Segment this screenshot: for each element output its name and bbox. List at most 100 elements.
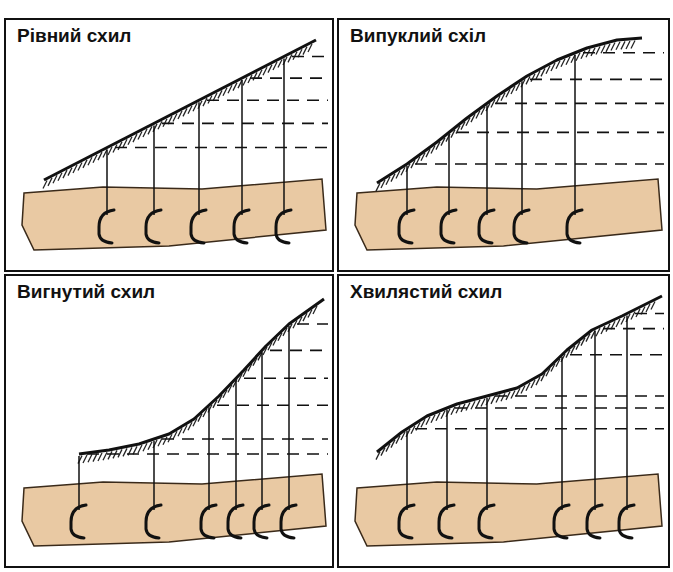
hook-mark bbox=[254, 505, 269, 538]
hook-mark bbox=[587, 505, 602, 538]
level-dash bbox=[495, 395, 664, 397]
plumb-line bbox=[241, 80, 243, 215]
panel-title: Хвилястий схил bbox=[347, 280, 505, 304]
panel-title: Рівний схил bbox=[14, 24, 134, 48]
hatch-stroke bbox=[138, 445, 142, 453]
hatch-stroke bbox=[556, 61, 560, 69]
hatch-stroke bbox=[376, 183, 380, 191]
slope-figure bbox=[355, 296, 664, 546]
level-dash bbox=[217, 404, 328, 406]
level-dash bbox=[162, 123, 328, 125]
plumb-line bbox=[486, 105, 488, 215]
hook-mark bbox=[71, 505, 86, 538]
plumb-line bbox=[486, 398, 488, 510]
hook-mark bbox=[191, 210, 206, 243]
hatch-stroke bbox=[621, 41, 625, 49]
level-dash bbox=[292, 56, 328, 58]
level-dash bbox=[162, 438, 328, 440]
level-dash bbox=[495, 103, 664, 105]
plumb-line bbox=[521, 81, 523, 215]
hatch-stroke bbox=[431, 415, 435, 423]
hatch-stroke bbox=[501, 393, 505, 401]
slope-figure bbox=[355, 38, 664, 250]
plumb-line bbox=[153, 125, 155, 215]
level-dash bbox=[250, 77, 328, 79]
plumb-line bbox=[574, 55, 576, 215]
slope-panel: Хвилястий схил bbox=[337, 274, 670, 568]
plumb-line bbox=[198, 102, 200, 215]
level-dash bbox=[603, 328, 664, 330]
hook-mark bbox=[619, 505, 634, 538]
level-dash bbox=[570, 354, 664, 356]
hatch-stroke bbox=[631, 41, 635, 49]
level-dash bbox=[583, 52, 664, 54]
hatch-stroke bbox=[476, 400, 480, 408]
hatch-stroke bbox=[611, 43, 615, 51]
slope-line bbox=[79, 299, 324, 454]
hatch-stroke bbox=[133, 446, 137, 454]
hatch-stroke bbox=[511, 391, 515, 399]
hatch-stroke bbox=[451, 407, 455, 415]
hatch-stroke bbox=[103, 452, 107, 460]
level-dash bbox=[530, 79, 664, 81]
hook-mark bbox=[439, 505, 454, 538]
hatch-stroke bbox=[441, 411, 445, 419]
hatch-stroke bbox=[596, 47, 600, 55]
hook-mark bbox=[201, 505, 216, 538]
plumb-line bbox=[153, 441, 155, 510]
hatch-stroke bbox=[43, 180, 47, 188]
hatch-stroke bbox=[456, 405, 460, 413]
hook-mark bbox=[399, 505, 414, 538]
hatch-stroke bbox=[606, 44, 610, 52]
plumb-line bbox=[448, 134, 450, 215]
level-dash bbox=[457, 132, 664, 134]
hatch-stroke bbox=[436, 413, 440, 421]
hatch-stroke bbox=[616, 42, 620, 50]
hatch-stroke bbox=[108, 451, 112, 459]
hatch-stroke bbox=[591, 48, 595, 56]
slope-panel: Вигнутий схил bbox=[4, 274, 334, 568]
hatch-stroke bbox=[576, 53, 580, 61]
hatch-stroke bbox=[83, 455, 87, 463]
hook-mark bbox=[99, 210, 114, 243]
hook-mark bbox=[234, 210, 249, 243]
hatch-stroke bbox=[158, 438, 162, 446]
plumb-line bbox=[594, 331, 596, 510]
hatch-stroke bbox=[93, 454, 97, 462]
plumb-line bbox=[288, 326, 290, 510]
plumb-line bbox=[626, 316, 628, 511]
plumb-line bbox=[261, 352, 263, 510]
level-dash bbox=[415, 163, 664, 165]
hook-mark bbox=[228, 505, 243, 538]
hatch-stroke bbox=[481, 399, 485, 407]
hatch-stroke bbox=[163, 437, 167, 445]
panel-title: Випуклий схіл bbox=[347, 24, 489, 48]
level-dash bbox=[635, 313, 664, 315]
hatch-stroke bbox=[123, 448, 127, 456]
hatch-stroke bbox=[561, 59, 565, 67]
level-dash bbox=[115, 147, 328, 149]
soil-band bbox=[355, 474, 662, 546]
plumb-line bbox=[406, 431, 408, 510]
hatch-stroke bbox=[471, 401, 475, 409]
hook-mark bbox=[399, 210, 414, 243]
panel-title: Вигнутий схил bbox=[14, 280, 158, 304]
level-dash bbox=[87, 453, 328, 455]
level-dash bbox=[270, 350, 328, 352]
hook-mark bbox=[441, 210, 456, 243]
hook-mark bbox=[567, 210, 582, 243]
hatch-stroke bbox=[566, 57, 570, 65]
hook-mark bbox=[146, 210, 161, 243]
hatch-stroke bbox=[626, 41, 630, 49]
soil-band bbox=[22, 474, 326, 546]
plumb-line bbox=[106, 150, 108, 215]
slope-line bbox=[377, 38, 642, 183]
level-dash bbox=[297, 323, 328, 325]
slope-figure bbox=[22, 40, 328, 250]
plumb-line bbox=[283, 58, 285, 215]
level-dash bbox=[207, 99, 328, 101]
hook-mark bbox=[276, 210, 291, 243]
hatch-stroke bbox=[491, 396, 495, 404]
hook-mark bbox=[146, 505, 161, 538]
hook-mark bbox=[479, 210, 494, 243]
